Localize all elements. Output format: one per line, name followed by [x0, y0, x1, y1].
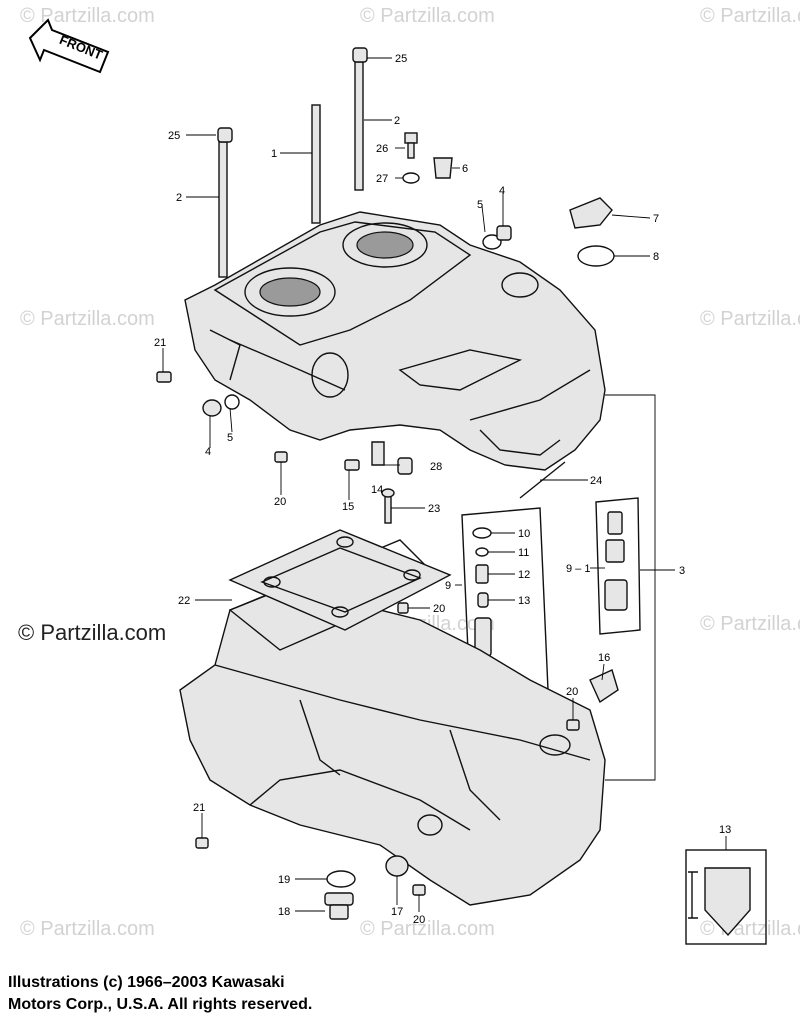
callout-15: 15 — [342, 501, 354, 513]
callout-2: 2 — [176, 192, 182, 204]
watermark: © Partzilla.com — [360, 918, 495, 940]
watermark: © Partzilla.com — [700, 5, 800, 27]
callout-24: 24 — [590, 475, 602, 487]
watermark-layer: © Partzilla.com © Partzilla.com © Partzi… — [18, 5, 800, 940]
callout-10: 10 — [518, 528, 530, 540]
watermark-main: © Partzilla.com — [18, 620, 166, 645]
relief-valve-assembly — [595, 497, 641, 635]
callout-5: 5 — [477, 199, 483, 211]
front-arrow-icon: FRONT — [28, 18, 110, 74]
callout-21: 21 — [193, 802, 205, 814]
callout-20: 20 — [274, 496, 286, 508]
callout-2: 2 — [394, 115, 400, 127]
upper-crankcase — [184, 211, 606, 471]
callout-21: 21 — [154, 337, 166, 349]
callout-27: 27 — [376, 173, 388, 185]
callout-25: 25 — [168, 130, 180, 142]
gasket-plate — [228, 529, 452, 631]
callout-9-1: 9 – 1 — [566, 563, 590, 575]
copyright-notice: Illustrations (c) 1966–2003 Kawasaki Mot… — [8, 972, 312, 1016]
callout-9: 9 — [445, 580, 451, 592]
callout-5: 5 — [227, 432, 233, 444]
upper-small-parts — [156, 132, 615, 524]
callout-14: 14 — [371, 484, 383, 496]
bracket-3 — [605, 394, 656, 781]
callout-3: 3 — [679, 565, 685, 577]
callout-11: 11 — [518, 547, 529, 559]
callout-7: 7 — [653, 213, 659, 225]
callout-18: 18 — [278, 906, 290, 918]
watermark: © Partzilla.com — [360, 5, 495, 27]
relief-valve-group — [461, 507, 549, 698]
callout-17: 17 — [391, 906, 403, 918]
leader-lines — [162, 57, 675, 912]
callout-22: 22 — [178, 595, 190, 607]
callout-1: 1 — [271, 148, 277, 160]
callout-4: 4 — [499, 185, 505, 197]
callout-23: 23 — [428, 503, 440, 515]
callout-19: 19 — [278, 874, 290, 886]
callout-8: 8 — [653, 251, 659, 263]
callout-12: 12 — [518, 569, 530, 581]
callout-28: 28 — [430, 461, 442, 473]
callout-16: 16 — [598, 652, 610, 664]
watermark: © Partzilla.com — [700, 613, 800, 635]
watermark: © Partzilla.com — [700, 308, 800, 330]
callout-6: 6 — [462, 163, 468, 175]
callout-13: 13 — [518, 595, 530, 607]
callout-labels: 25 25 2 1 2 26 27 6 5 4 7 8 21 4 5 20 15… — [154, 53, 731, 926]
inset-detail-13 — [685, 836, 767, 945]
watermark: © Partzilla.com — [20, 308, 155, 330]
lower-small-parts — [195, 602, 619, 920]
cylinder-studs — [217, 47, 368, 278]
watermark: © Partzilla.com — [20, 5, 155, 27]
callout-20: 20 — [566, 686, 578, 698]
callout-20: 20 — [433, 603, 445, 615]
callout-26: 26 — [376, 143, 388, 155]
copyright-line-2: Motors Corp., U.S.A. All rights reserved… — [8, 996, 313, 1013]
copyright-line-1: Illustrations (c) 1966–2003 Kawasaki — [8, 974, 285, 991]
callout-4: 4 — [205, 446, 211, 458]
watermark: © Partzilla.com — [20, 918, 155, 940]
callout-25: 25 — [395, 53, 407, 65]
callout-13: 13 — [719, 824, 731, 836]
callout-20: 20 — [413, 914, 425, 926]
